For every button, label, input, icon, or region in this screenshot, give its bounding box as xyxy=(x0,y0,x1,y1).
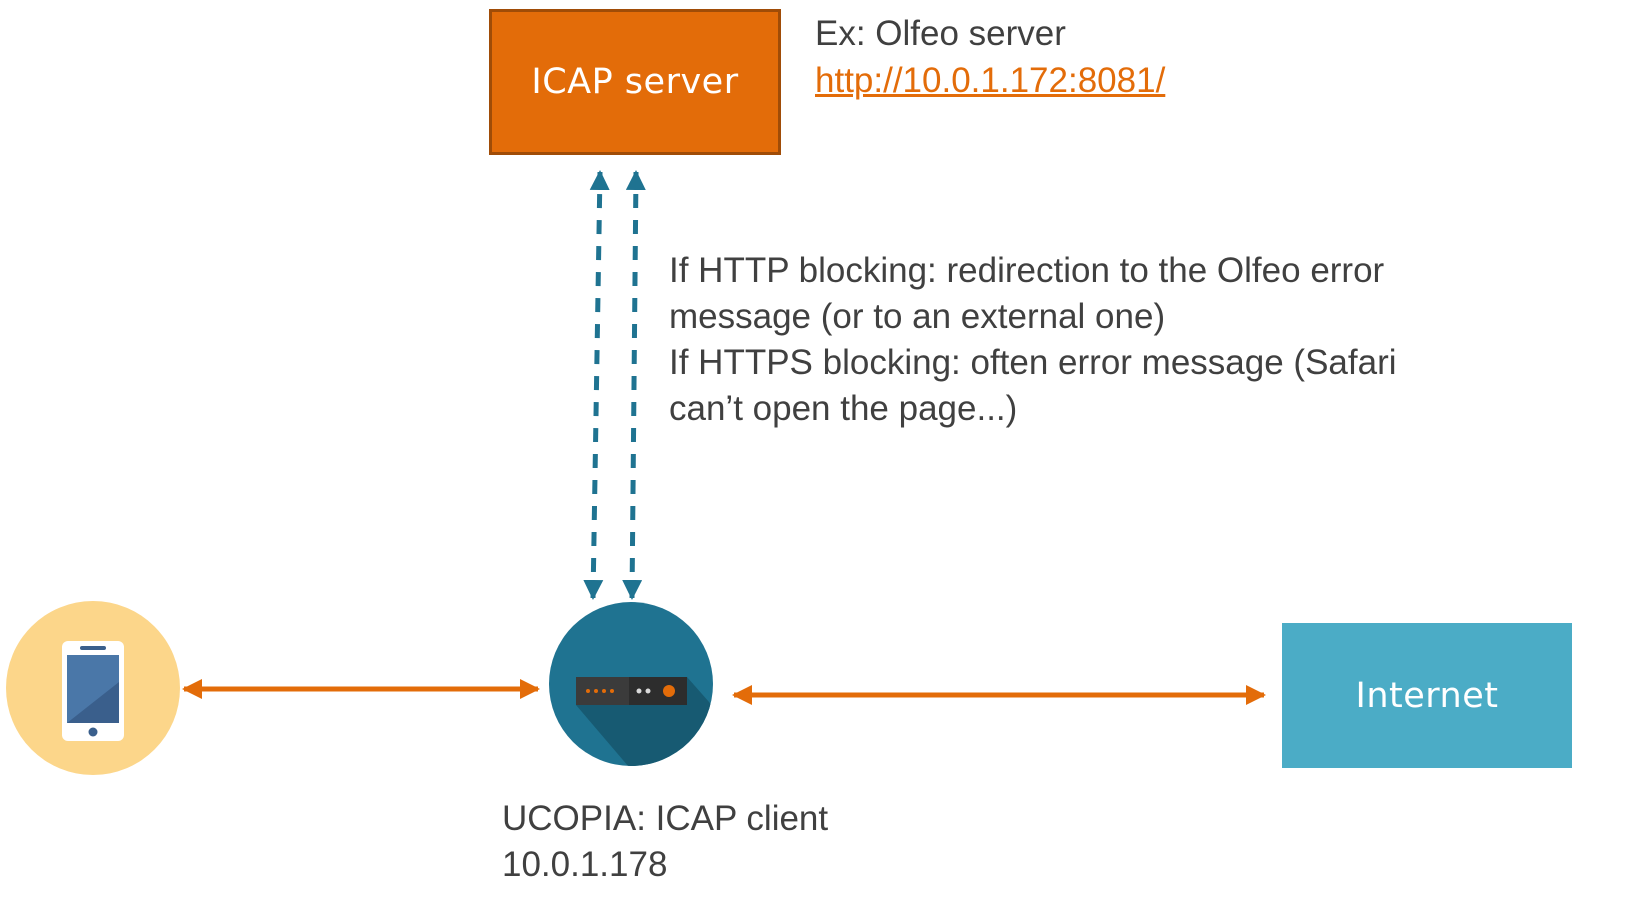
smartphone-icon xyxy=(6,601,180,775)
blocking-note: If HTTP blocking: redirection to the Olf… xyxy=(669,248,1499,432)
note-line: message (or to an external one) xyxy=(669,297,1166,336)
note-line: If HTTPS blocking: often error message (… xyxy=(669,343,1397,382)
client-ip: 10.0.1.178 xyxy=(502,845,668,884)
example-server-label: Ex: Olfeo server xyxy=(815,14,1066,53)
internet-node: Internet xyxy=(1282,623,1572,768)
icap-server-node: ICAP server xyxy=(489,9,781,155)
gateway-appliance-icon xyxy=(549,602,713,766)
icap-response-arrow xyxy=(622,170,646,600)
icap-request-arrow xyxy=(583,170,610,600)
client-name: UCOPIA: ICAP client xyxy=(502,799,829,838)
note-line: can’t open the page...) xyxy=(669,389,1018,428)
note-line: If HTTP blocking: redirection to the Olf… xyxy=(669,251,1385,290)
example-server-link[interactable]: http://10.0.1.172:8081/ xyxy=(815,61,1166,100)
icap-server-label: ICAP server xyxy=(531,62,739,102)
internet-label: Internet xyxy=(1355,675,1499,716)
icap-client-label: UCOPIA: ICAP client 10.0.1.178 xyxy=(502,796,828,888)
